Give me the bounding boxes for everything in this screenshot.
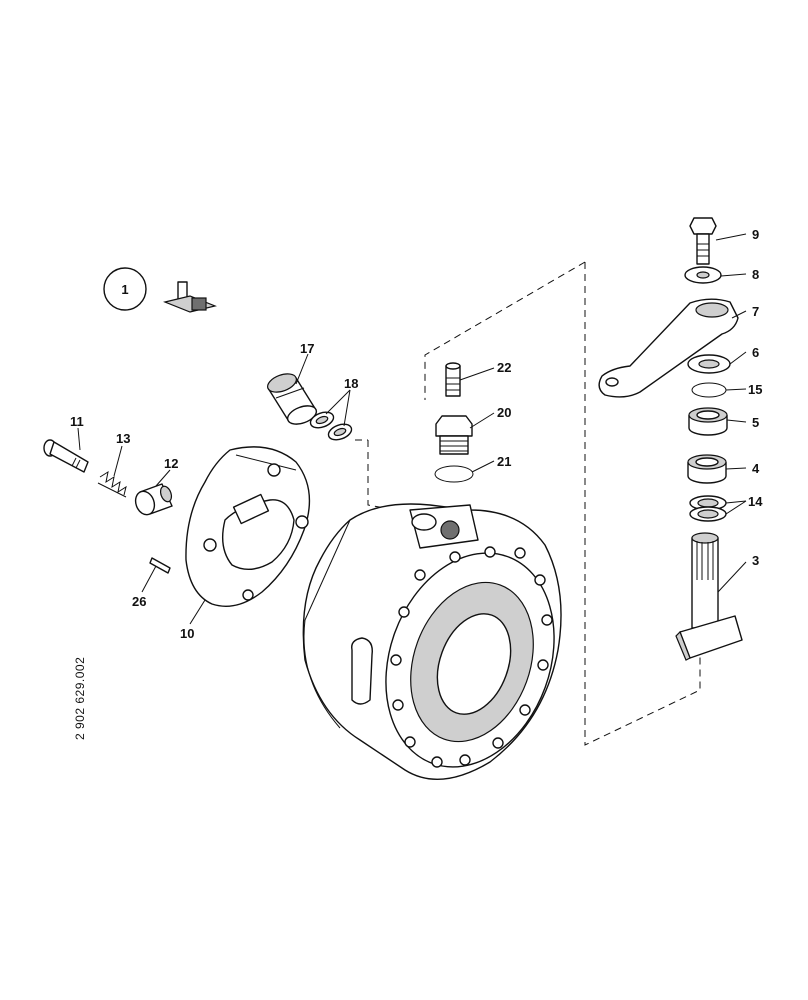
callout-4: 4 (752, 461, 760, 476)
callout-5: 5 (752, 415, 759, 430)
part-4-bushing (687, 454, 727, 484)
part-15-o-ring (691, 382, 727, 398)
part-21-o-ring (434, 465, 474, 483)
callout-21: 21 (497, 454, 511, 469)
callout-22: 22 (497, 360, 511, 375)
part-11-bolt (43, 439, 89, 473)
callout-9: 9 (752, 227, 759, 242)
brake-housing (302, 503, 562, 780)
vehicle-icon (163, 281, 217, 313)
part-14-seals (689, 495, 727, 522)
part-26-pin (149, 557, 171, 574)
callout-3: 3 (752, 553, 759, 568)
leader-lines (77, 233, 747, 625)
callout-6: 6 (752, 345, 759, 360)
part-3-spindle (675, 532, 743, 661)
part-7-lever (598, 298, 739, 398)
part-20-fitting (435, 415, 473, 455)
assembly-dash-lines (355, 261, 701, 746)
callout-14: 14 (748, 494, 763, 509)
callout-labels: 9 8 7 6 15 5 4 14 3 22 20 21 17 18 11 13… (70, 227, 763, 641)
part-6-washer (687, 354, 731, 374)
view-marker-1: 1 (103, 267, 217, 313)
document-number: 2 902 629.002 (73, 657, 87, 740)
part-10-brake-shield (185, 446, 311, 607)
part-22-bleeder (445, 362, 461, 397)
part-17-piston (267, 373, 318, 425)
view-marker-label: 1 (121, 282, 128, 297)
callout-12: 12 (164, 456, 178, 471)
callout-15: 15 (748, 382, 762, 397)
callout-7: 7 (752, 304, 759, 319)
callout-11: 11 (70, 414, 84, 429)
part-9-bolt (689, 217, 717, 265)
part-12-plunger (134, 483, 173, 516)
callout-8: 8 (752, 267, 759, 282)
callout-17: 17 (300, 341, 314, 356)
callout-13: 13 (116, 431, 130, 446)
callout-18: 18 (344, 376, 358, 391)
part-8-washer (684, 266, 722, 284)
part-13-spring (97, 470, 127, 498)
callout-26: 26 (132, 594, 146, 609)
callout-10: 10 (180, 626, 194, 641)
part-18-seals (309, 411, 353, 441)
callout-20: 20 (497, 405, 511, 420)
part-5-bushing (688, 407, 728, 436)
